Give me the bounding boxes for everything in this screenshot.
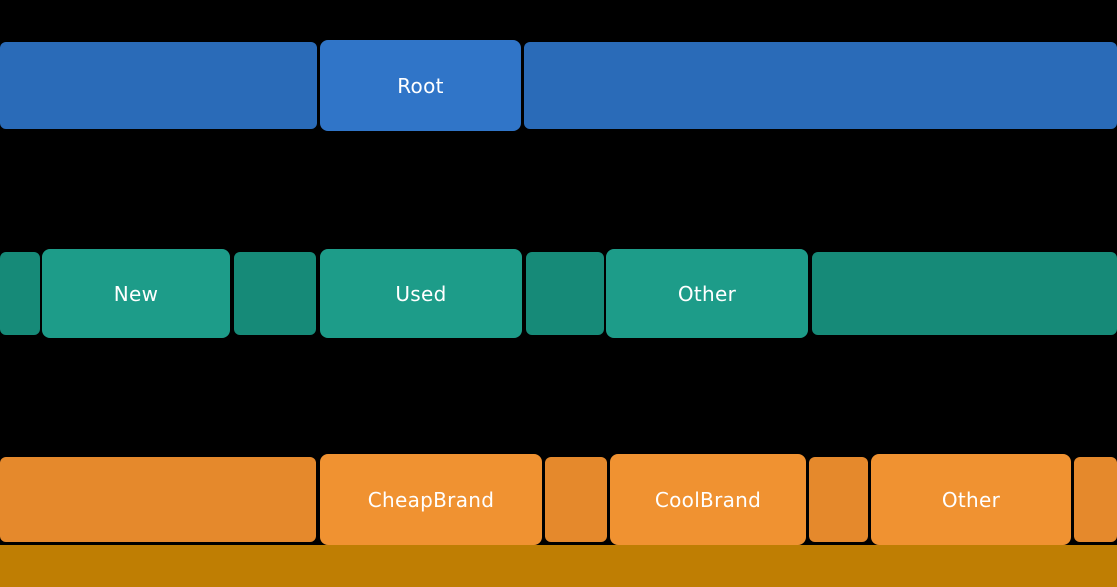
icicle-tile-unlabeled-1[interactable] [0,457,316,542]
icicle-tile-label-new: New [113,281,159,306]
icicle-tile-unlabeled-2[interactable] [545,457,607,542]
icicle-tile-unlabeled-3[interactable] [526,252,604,335]
icicle-tile-root[interactable]: Root [320,40,521,131]
icicle-tile-unlabeled-4[interactable] [1074,457,1117,542]
icicle-tile-used[interactable]: Used [320,249,522,338]
icicle-tile-label-cheapbrand: CheapBrand [367,487,495,512]
icicle-tile-label-root: Root [397,73,444,98]
icicle-tile-unlabeled-3[interactable] [809,457,868,542]
icicle-tile-label-coolbrand: CoolBrand [654,487,762,512]
icicle-tile-cheapbrand[interactable]: CheapBrand [320,454,542,545]
icicle-tile-leaf-level-cutoff[interactable] [0,545,1117,587]
icicle-tile-unlabeled-4[interactable] [812,252,1117,335]
icicle-tile-label-other-condition: Other [677,281,737,306]
icicle-tile-coolbrand[interactable]: CoolBrand [610,454,806,545]
icicle-tile-unlabeled-1[interactable] [0,252,40,335]
icicle-tile-unlabeled-right[interactable] [524,42,1117,129]
icicle-tile-unlabeled-left[interactable] [0,42,317,129]
icicle-tile-other-condition[interactable]: Other [606,249,808,338]
icicle-tile-unlabeled-2[interactable] [234,252,316,335]
icicle-tile-label-used: Used [395,281,447,306]
icicle-tile-label-other-brand: Other [941,487,1001,512]
icicle-tile-other-brand[interactable]: Other [871,454,1071,545]
icicle-tile-new[interactable]: New [42,249,230,338]
